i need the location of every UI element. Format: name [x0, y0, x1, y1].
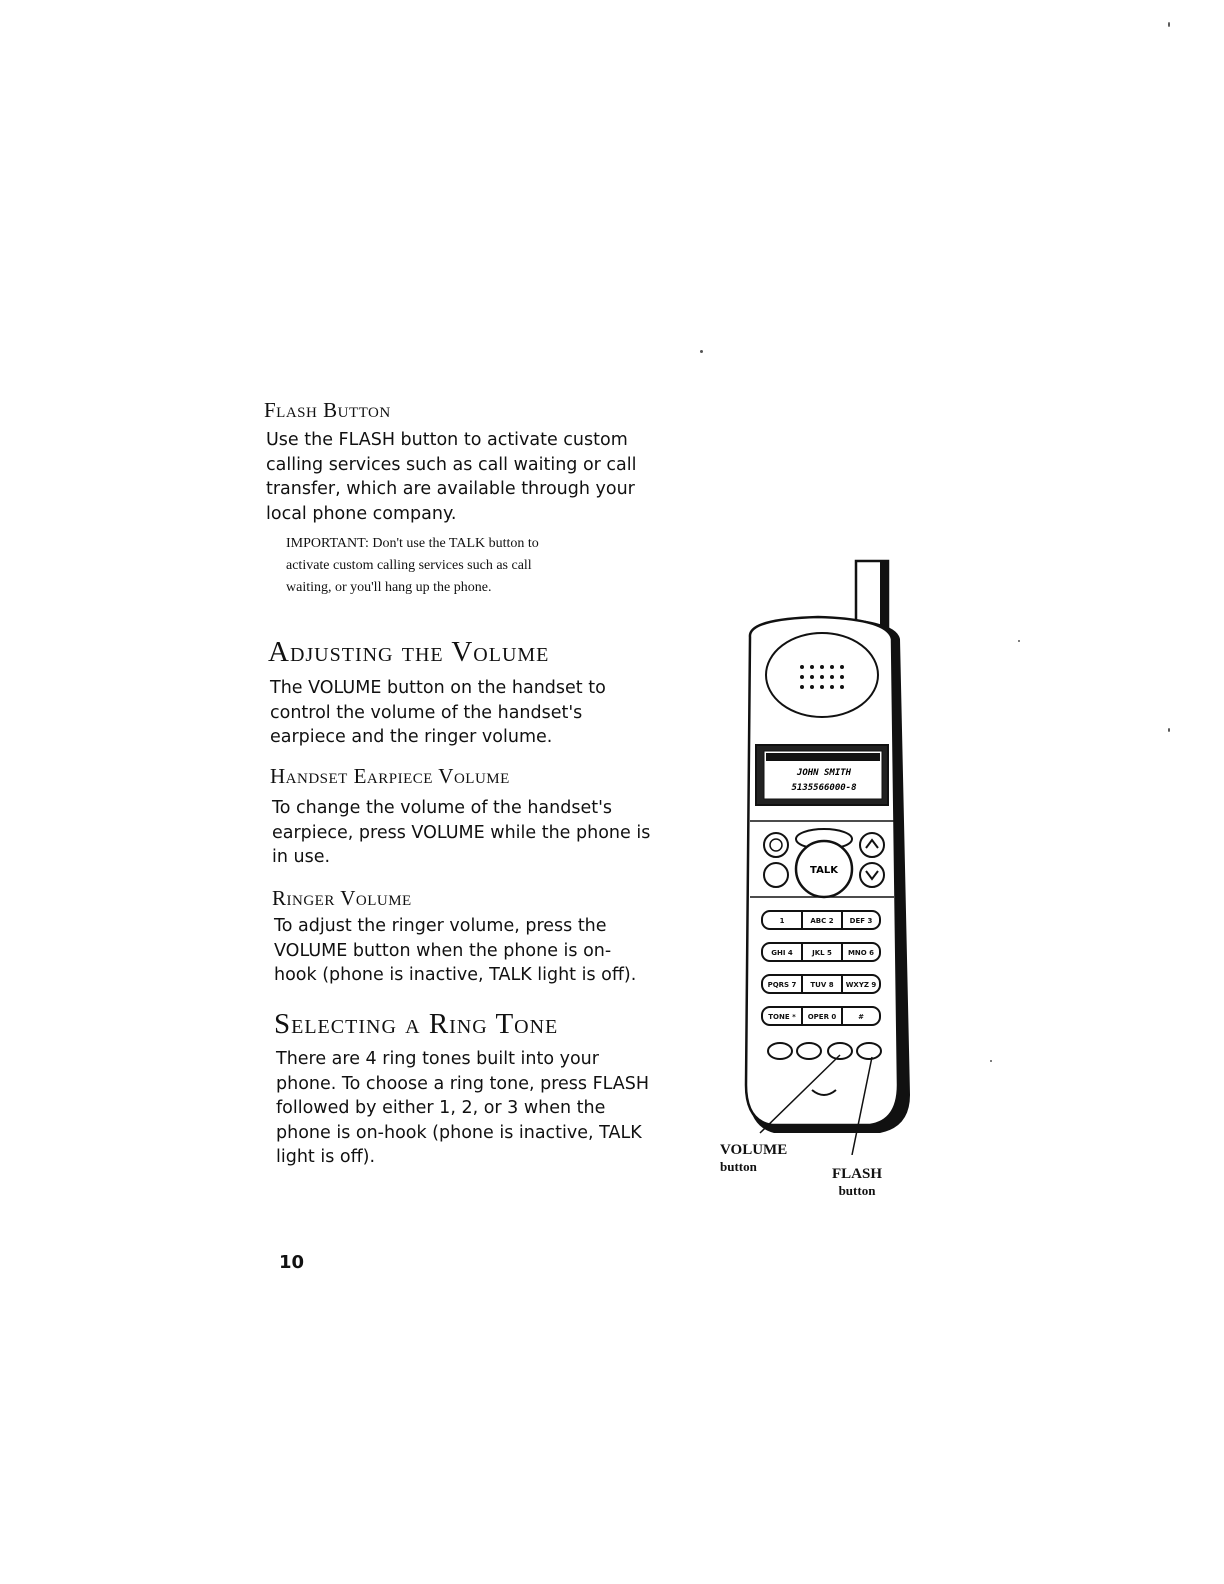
flash-callout-label: FLASH: [832, 1166, 883, 1182]
flash-button-heading: Flash Button: [264, 398, 391, 422]
important-note: IMPORTANT: Don't use the TALK button to …: [286, 536, 539, 595]
key-1: 1: [780, 917, 785, 925]
flash-button-illustration: [856, 1042, 882, 1060]
key-5: JKL 5: [811, 949, 832, 957]
selecting-ring-tone-body: There are 4 ring tones built into your p…: [276, 1049, 650, 1167]
talk-label: TALK: [810, 865, 839, 876]
review-down-button: [859, 862, 885, 888]
review-up-button: [859, 832, 885, 858]
volume-callout-label: VOLUME: [720, 1142, 788, 1158]
key-0: OPER 0: [808, 1013, 837, 1021]
flash-callout: FLASH button: [832, 1166, 882, 1199]
key-4: GHI 4: [771, 949, 793, 957]
key-9: WXYZ 9: [846, 981, 877, 989]
adjusting-volume-heading: Adjusting the Volume: [268, 636, 550, 668]
key-2: ABC 2: [810, 917, 833, 925]
key-7: PQRS 7: [768, 981, 797, 989]
redial-button: [767, 1042, 793, 1060]
memory-button: [796, 1042, 822, 1060]
flash-button-section: Flash Button: [264, 398, 684, 423]
key-hash: #: [858, 1013, 864, 1021]
display-line-number: 5135566000-8: [791, 783, 856, 793]
volume-callout: VOLUME button: [720, 1142, 787, 1175]
volume-leader-line: [759, 1054, 841, 1134]
handset-earpiece-volume-heading: Handset Earpiece Volume: [270, 764, 510, 788]
flash-button-body: Use the FLASH button to activate custom …: [266, 430, 637, 524]
key-6: MNO 6: [848, 949, 874, 957]
scan-speck: [1168, 728, 1170, 732]
page-number: 10: [279, 1252, 305, 1273]
flash-callout-sub: button: [838, 1183, 876, 1198]
selecting-ring-tone-heading: Selecting a Ring Tone: [274, 1008, 559, 1040]
delete-button: [763, 832, 789, 858]
key-star: TONE *: [768, 1013, 796, 1021]
volume-button-illustration: [827, 1042, 853, 1060]
key-3: DEF 3: [850, 917, 873, 925]
scan-speck: [990, 1060, 992, 1062]
adjusting-volume-body: The VOLUME button on the handset to cont…: [270, 678, 606, 747]
keypad: [761, 910, 881, 1026]
scan-speck: [700, 350, 703, 353]
volume-callout-sub: button: [720, 1159, 757, 1174]
flash-leader-line: [851, 1056, 873, 1155]
key-8: TUV 8: [810, 981, 833, 989]
ringer-volume-body: To adjust the ringer volume, press the V…: [274, 916, 637, 985]
cordless-phone-illustration: JOHN SMITH 5135566000-8 TALK 1 ABC 2 DEF…: [744, 559, 910, 1155]
ringer-volume-heading: Ringer Volume: [272, 886, 412, 910]
ch-button: [763, 862, 789, 888]
scan-speck: [1018, 640, 1020, 642]
handset-earpiece-volume-body: To change the volume of the handset's ea…: [272, 798, 651, 867]
scan-speck: [1168, 22, 1170, 27]
display-line-name: JOHN SMITH: [796, 768, 852, 778]
